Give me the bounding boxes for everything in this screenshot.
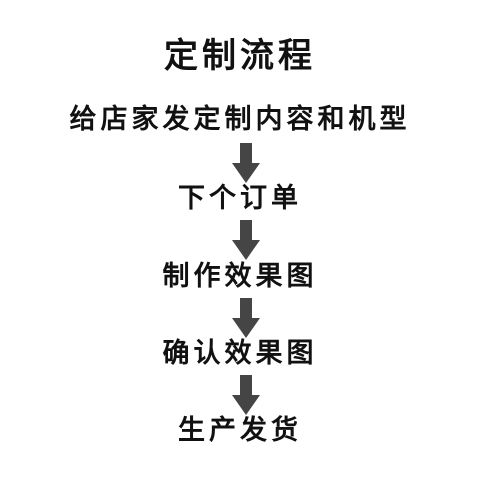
- down-arrow-icon: [232, 220, 260, 260]
- step-send-customization: 给店家发定制内容和机型: [69, 104, 411, 135]
- step-place-order: 下个订单: [178, 183, 302, 214]
- down-arrow-icon: [232, 298, 260, 338]
- flowchart-title: 定制流程: [164, 36, 316, 76]
- down-arrow-icon: [232, 375, 260, 415]
- down-arrow-icon: [232, 143, 260, 183]
- step-produce-ship: 生产发货: [178, 415, 302, 446]
- step-make-preview: 制作效果图: [162, 261, 318, 292]
- step-confirm-preview: 确认效果图: [162, 338, 318, 369]
